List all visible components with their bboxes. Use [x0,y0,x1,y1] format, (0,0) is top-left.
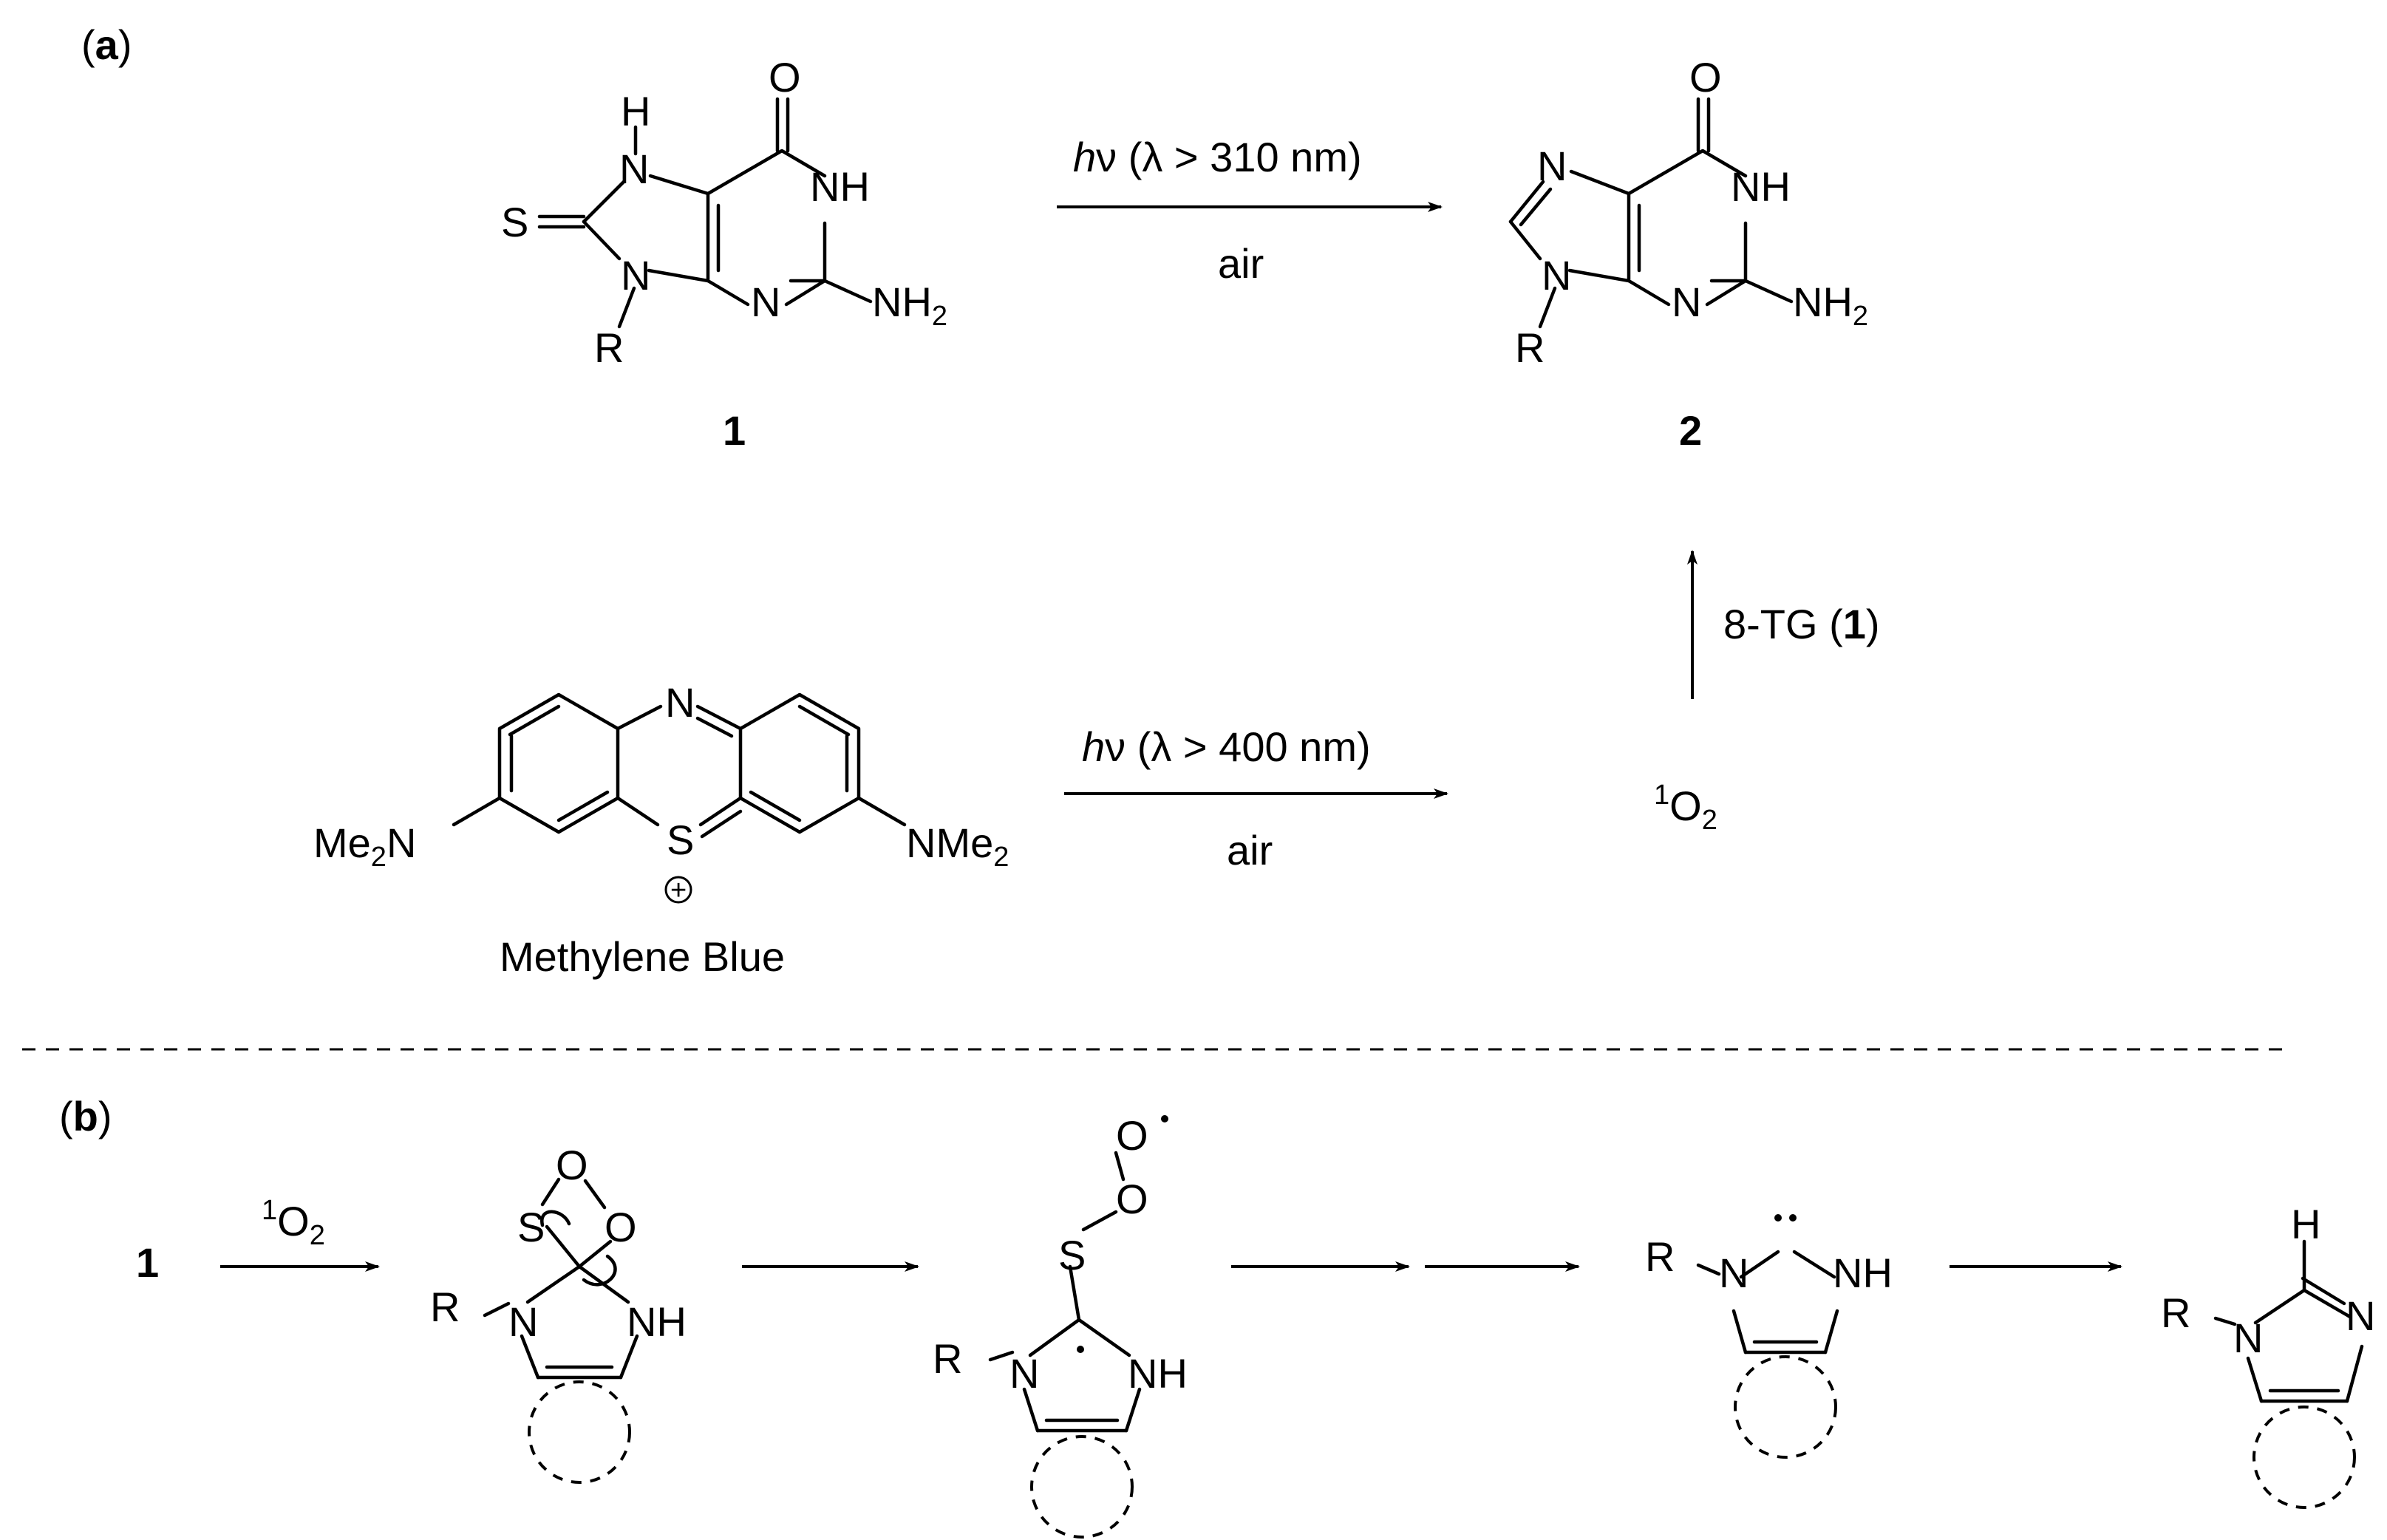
vertical-arrow-reagent: 8-TG (1) [1723,601,1880,647]
panel-b-start-compound: 1 [136,1239,159,1286]
mb-atom-N: N [665,679,695,726]
int2-atom-O-top: O [1116,1112,1148,1159]
compound-1-structure: S H N O NH N N NH2 R [501,54,947,371]
int1-atom-O2: O [605,1204,637,1250]
compound-2-number: 2 [1679,407,1702,454]
c1-atom-H: H [621,88,650,134]
c1-atom-NH: NH [810,163,870,210]
panel-b-reagent: 1O2 [262,1195,325,1251]
product-atom-R: R [2161,1289,2190,1336]
c1-atom-N-ring: N [751,279,780,325]
methylene-blue-structure: N S + Me2N NMe2 [313,679,1009,906]
intermediate-3-structure: R N NH [1645,1214,1893,1459]
mb-plus-charge: + [670,875,687,906]
c2-atom-N-top: N [1537,143,1567,189]
intermediate-2-structure: O O S R N NH [933,1112,1188,1539]
int2-atom-O-mid: O [1116,1176,1148,1222]
int2-atom-S: S [1058,1232,1086,1278]
int3-atom-NH: NH [1833,1250,1893,1296]
c2-atom-O: O [1689,54,1722,100]
reaction-2-conditions-bottom: air [1227,827,1273,873]
int2-atom-NH: NH [1128,1350,1188,1397]
product-atom-H: H [2291,1201,2320,1247]
singlet-oxygen: 1O2 [1654,780,1717,836]
mb-atom-S: S [667,817,694,863]
svg-text:(a): (a) [81,21,132,68]
c2-atom-N-bottom: N [1542,252,1571,299]
product-atom-N-ring: N [2346,1292,2375,1339]
methylene-blue-name: Methylene Blue [500,933,785,980]
compound-1-number: 1 [723,407,746,454]
c1-atom-O: O [769,54,801,100]
c2-atom-NH2: NH2 [1793,279,1868,332]
int1-atom-O1: O [556,1142,588,1188]
c2-atom-NH: NH [1731,163,1791,210]
product-atom-N: N [2233,1315,2263,1361]
c1-atom-N-bottom: N [621,252,650,299]
product-structure: H R N N [2161,1201,2375,1509]
c1-atom-S: S [501,199,528,245]
mb-right-amine: NMe2 [906,820,1009,873]
int1-atom-S: S [517,1204,545,1250]
c2-atom-N-ring: N [1672,279,1701,325]
int1-atom-R: R [430,1284,460,1330]
reaction-2-conditions-top: hν (λ > 400 nm) [1082,723,1371,770]
int3-atom-R: R [1645,1233,1675,1280]
int1-atom-NH: NH [627,1298,687,1345]
mb-left-amine: Me2N [313,820,416,873]
int1-atom-N: N [508,1298,538,1345]
c1-atom-N-top: N [619,146,649,192]
svg-text:(b): (b) [59,1093,112,1139]
int3-atom-N: N [1719,1250,1748,1296]
compound-2-structure: N O NH N N NH2 R [1508,54,1868,371]
reaction-1-conditions-top: hν (λ > 310 nm) [1073,134,1362,180]
c1-atom-NH2: NH2 [872,279,947,332]
panel-b-label: (b) [59,1093,112,1139]
intermediate-1-structure: S O O R N NH [430,1142,687,1484]
c2-atom-R: R [1515,324,1545,371]
reaction-1-conditions-bottom: air [1218,240,1264,287]
c1-atom-R: R [594,324,624,371]
int2-atom-R: R [933,1335,962,1382]
int2-atom-N: N [1009,1350,1039,1397]
panel-a-label: (a) [81,21,132,68]
